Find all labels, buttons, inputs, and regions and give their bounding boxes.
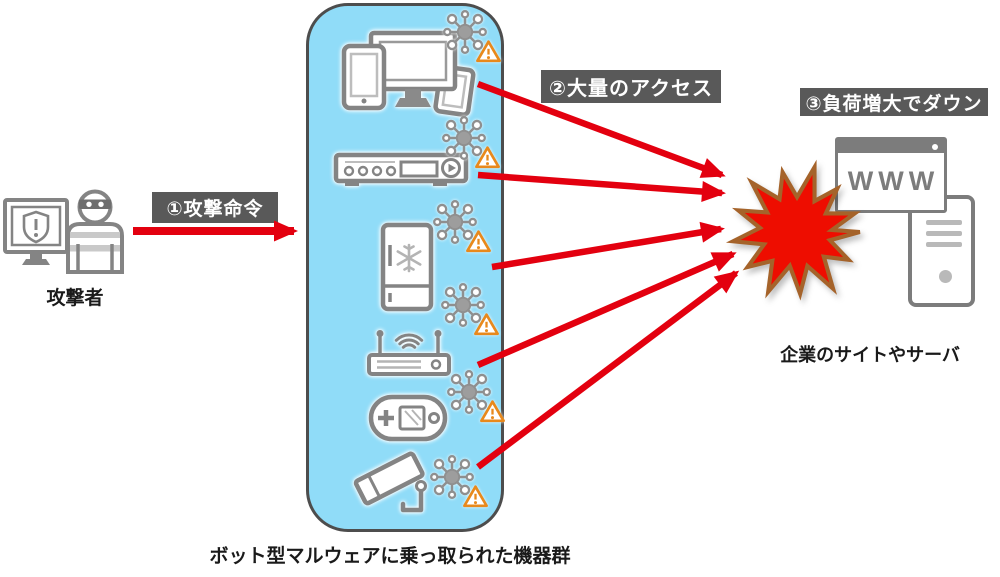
browser-www-text: WWW <box>847 166 940 196</box>
malware-virus-icon <box>430 455 474 499</box>
malware-infection-badge <box>432 199 491 253</box>
browser-titlebar-dot <box>932 143 938 150</box>
server-power-dot <box>939 270 952 283</box>
malware-infection-badge <box>440 282 499 336</box>
target-server-label: 企業のサイトやサーバ <box>780 345 960 365</box>
attacker-label: 攻撃者 <box>46 288 104 309</box>
desktop-computer-icon <box>341 30 476 117</box>
step1-attack-command-label: ①攻撃命令 <box>152 192 278 223</box>
server-slot-bar <box>926 242 962 247</box>
access-arrow-2 <box>477 171 726 203</box>
warning-triangle-icon <box>474 313 499 336</box>
warning-triangle-icon <box>466 230 491 253</box>
browser-titlebar <box>838 140 944 153</box>
malware-infection-badge <box>441 115 500 169</box>
refrigerator-icon <box>380 222 434 312</box>
access-arrow-4 <box>476 251 737 368</box>
malware-infection-badge <box>446 369 505 423</box>
server-slot-bar <box>926 231 962 236</box>
botnet-caption: ボット型マルウェアに乗っ取られた機器群 <box>209 546 571 567</box>
malware-virus-icon <box>443 10 487 54</box>
warning-triangle-icon <box>476 40 501 63</box>
access-arrow-5 <box>476 270 740 470</box>
warning-triangle-icon <box>480 400 505 423</box>
browser-window-icon: WWW <box>835 137 947 213</box>
malware-infection-badge <box>442 9 501 63</box>
warning-triangle-icon <box>475 146 500 169</box>
malware-virus-icon <box>433 200 477 244</box>
malware-infection-badge <box>429 454 488 508</box>
attacker-with-monitor-icon <box>2 188 134 274</box>
botnet-devices-box <box>306 3 504 532</box>
game-console-icon <box>368 394 448 442</box>
server-slot-bar <box>926 220 962 225</box>
wifi-router-icon <box>365 325 453 377</box>
media-player-icon <box>333 152 469 188</box>
step2-mass-access-label: ②大量のアクセス <box>541 70 721 103</box>
access-arrow-3 <box>491 221 725 271</box>
security-camera-icon <box>349 444 447 524</box>
step3-overload-down-label: ③負荷増大でダウン <box>800 88 988 116</box>
explosion-icon <box>725 159 862 301</box>
warning-triangle-icon <box>463 485 488 508</box>
